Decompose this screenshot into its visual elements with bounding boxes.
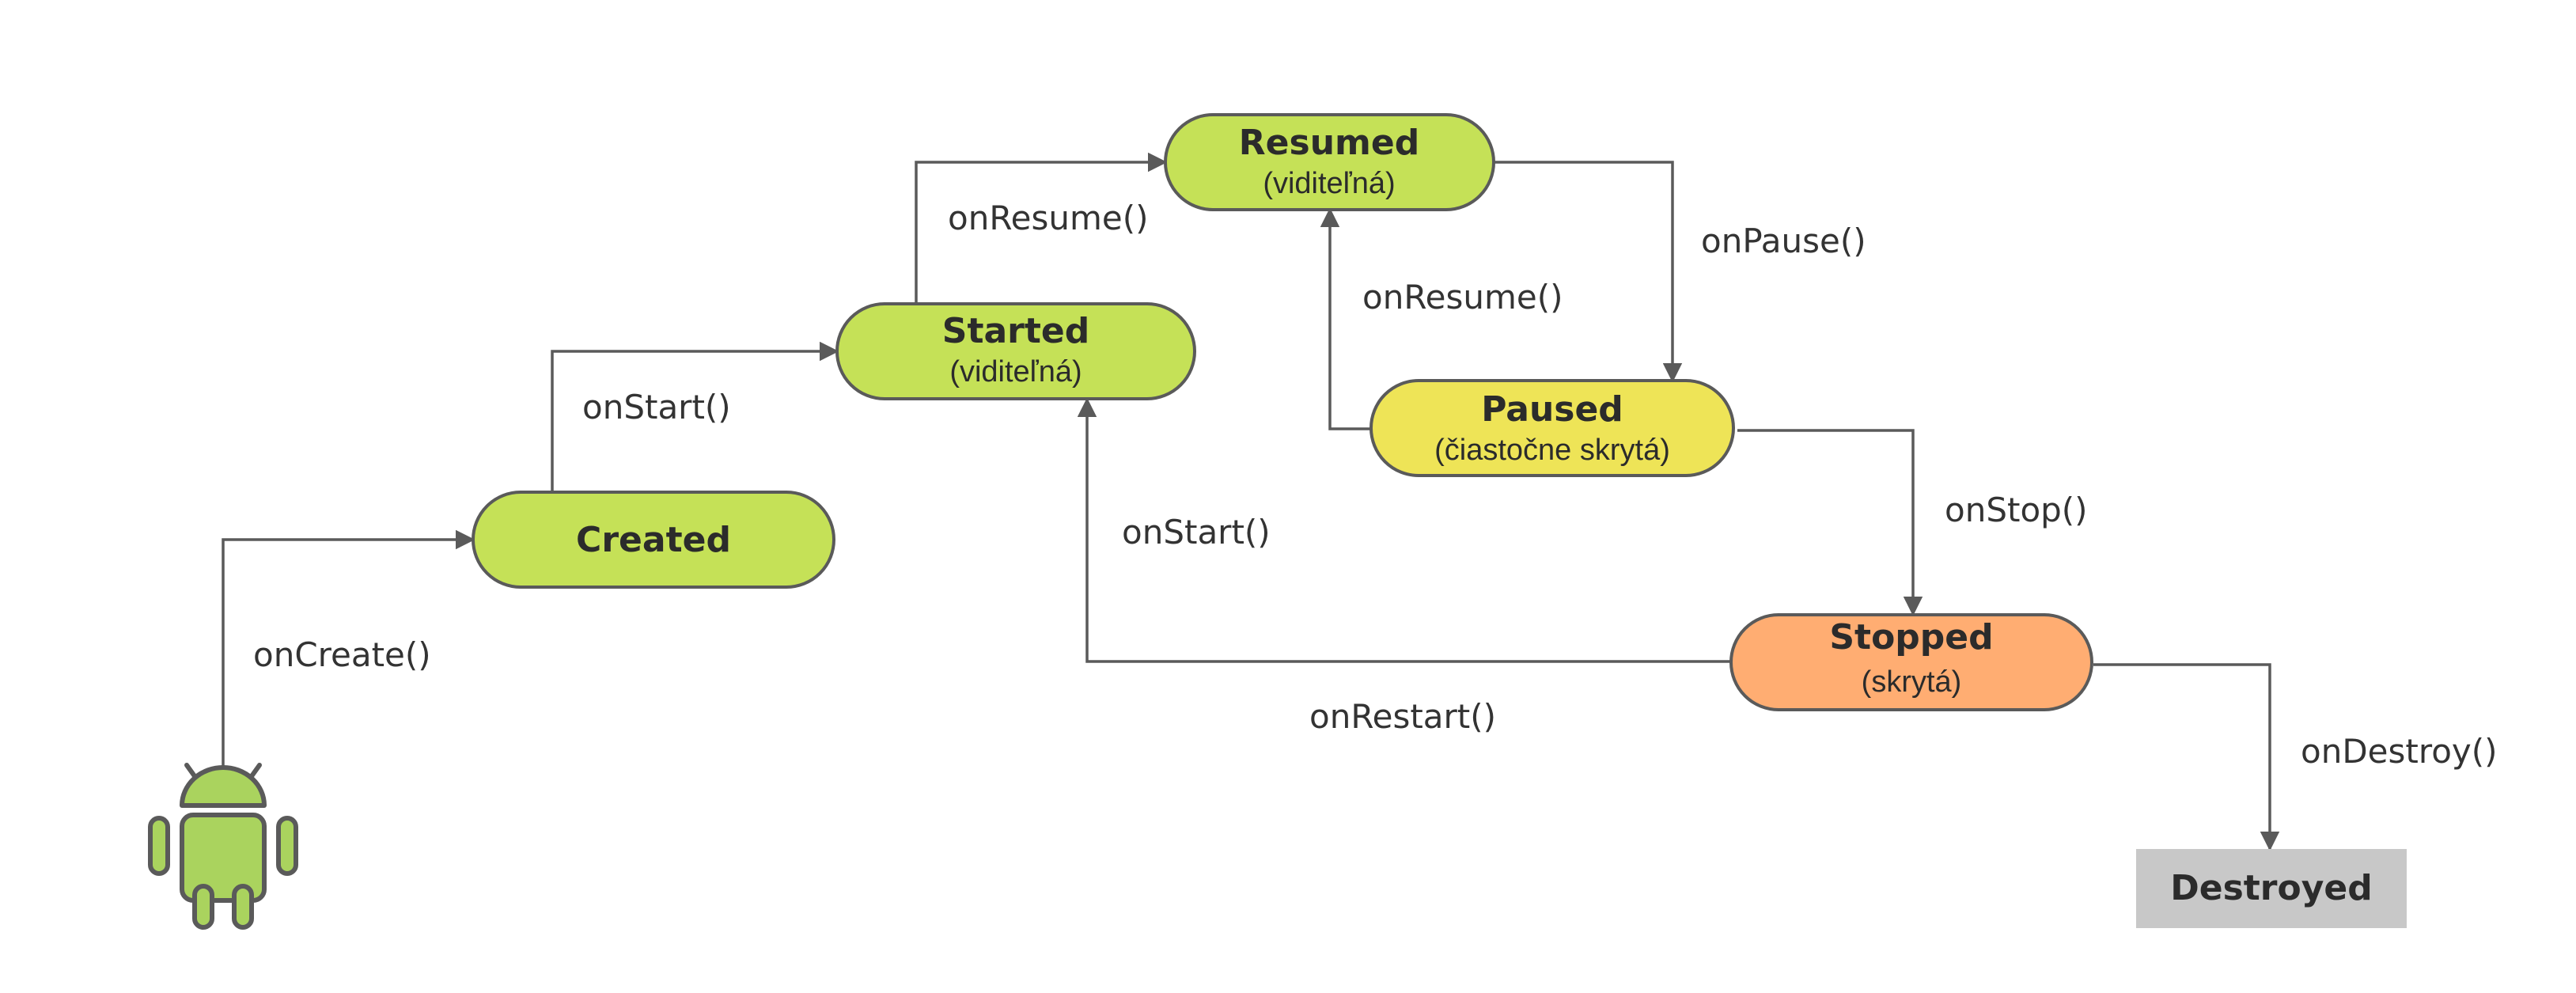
state-resumed: Resumed (viditeľná) bbox=[1164, 113, 1495, 211]
edge-on-stop bbox=[1737, 429, 1923, 616]
android-robot-icon bbox=[148, 763, 298, 930]
label-on-resume-started: onResume() bbox=[948, 199, 1148, 237]
state-paused-title: Paused bbox=[1481, 389, 1623, 430]
state-stopped-title: Stopped bbox=[1829, 617, 1993, 658]
edge-on-restart bbox=[1077, 397, 1731, 663]
edge-on-destroy bbox=[2093, 663, 2280, 851]
state-created-title: Created bbox=[576, 520, 731, 560]
label-on-start-created: onStart() bbox=[582, 388, 731, 426]
state-resumed-subtitle: (viditeľná) bbox=[1263, 167, 1395, 200]
state-paused-subtitle: (čiastočne skrytá) bbox=[1434, 434, 1670, 467]
state-started-title: Started bbox=[942, 311, 1089, 351]
edge-on-pause bbox=[1494, 161, 1683, 383]
state-started-subtitle: (viditeľná) bbox=[949, 355, 1082, 388]
label-on-resume-paused: onResume() bbox=[1362, 278, 1563, 316]
label-on-restart: onRestart() bbox=[1309, 697, 1496, 736]
state-destroyed-title: Destroyed bbox=[2170, 868, 2373, 908]
state-stopped: Stopped (skrytá) bbox=[1729, 613, 2093, 711]
label-on-stop: onStop() bbox=[1945, 491, 2088, 529]
state-destroyed: Destroyed bbox=[2136, 849, 2407, 928]
state-started: Started (viditeľná) bbox=[835, 302, 1196, 400]
label-on-destroy: onDestroy() bbox=[2301, 732, 2498, 771]
edge-on-resume-paused bbox=[1320, 207, 1371, 430]
label-on-start-stopped: onStart() bbox=[1122, 513, 1271, 551]
state-resumed-title: Resumed bbox=[1239, 123, 1419, 163]
state-stopped-subtitle: (skrytá) bbox=[1862, 665, 1962, 699]
label-on-create: onCreate() bbox=[253, 635, 431, 674]
edge-on-resume-started bbox=[915, 152, 1168, 303]
edge-on-start-created bbox=[551, 341, 839, 492]
state-paused: Paused (čiastočne skrytá) bbox=[1369, 379, 1735, 477]
label-on-pause: onPause() bbox=[1701, 222, 1866, 260]
edge-on-create bbox=[222, 529, 475, 779]
state-created: Created bbox=[472, 491, 835, 589]
